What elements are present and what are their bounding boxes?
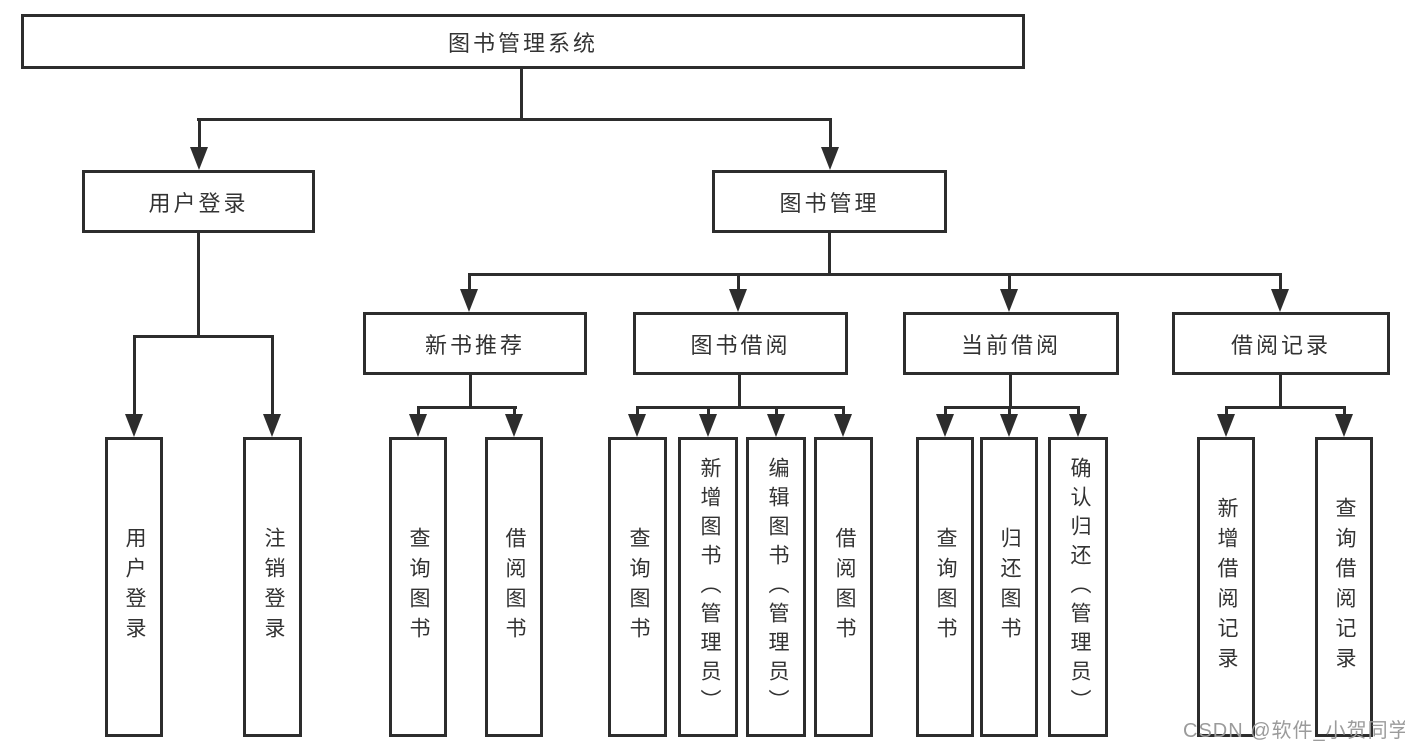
arrow-down xyxy=(263,335,281,437)
leaf-query-borrow-record: 查询借阅记录 xyxy=(1315,437,1373,737)
node-borrowing-records: 借阅记录 xyxy=(1172,312,1390,375)
leaf-query-books-2: 查询图书 xyxy=(608,437,667,737)
arrow-down xyxy=(699,406,717,437)
leaf-confirm-return-admin: 确认归还（管理员） xyxy=(1048,437,1108,737)
connector-book-mgmt-bus xyxy=(468,273,1282,276)
node-book-borrowing: 图书借阅 xyxy=(633,312,848,375)
connector-new-book-stem xyxy=(469,374,472,409)
arrow-down xyxy=(767,406,785,437)
connector-borrow-records-bus xyxy=(1225,406,1346,409)
node-new-book-recommend: 新书推荐 xyxy=(363,312,587,375)
node-book-management: 图书管理 xyxy=(712,170,947,233)
connector-book-mgmt-stem xyxy=(828,232,831,275)
connector-current-borrow-bus xyxy=(944,406,1080,409)
leaf-borrow-books-2: 借阅图书 xyxy=(814,437,873,737)
arrow-down xyxy=(1069,406,1087,437)
connector-borrow-records-stem xyxy=(1279,374,1282,409)
arrow-down xyxy=(1271,273,1289,312)
connector-root-stem xyxy=(520,69,523,120)
leaf-logout: 注销登录 xyxy=(243,437,302,737)
connector-user-login-stem xyxy=(197,232,200,335)
leaf-user-login: 用户登录 xyxy=(105,437,163,737)
node-root: 图书管理系统 xyxy=(21,14,1025,69)
arrow-down xyxy=(460,273,478,312)
arrow-down xyxy=(628,406,646,437)
connector-current-borrow-stem xyxy=(1009,374,1012,409)
connector-root-bus xyxy=(197,118,831,121)
arrow-down xyxy=(729,273,747,312)
connector-new-book-bus xyxy=(417,406,517,409)
arrow-down xyxy=(834,406,852,437)
arrow-down xyxy=(1335,406,1353,437)
leaf-add-borrow-record: 新增借阅记录 xyxy=(1197,437,1255,737)
arrow-down xyxy=(409,406,427,437)
arrow-down xyxy=(1000,406,1018,437)
leaf-borrow-books-1: 借阅图书 xyxy=(485,437,543,737)
connector-book-borrow-stem xyxy=(738,374,741,409)
node-user-login: 用户登录 xyxy=(82,170,315,233)
arrow-down xyxy=(125,335,143,437)
arrow-down xyxy=(1217,406,1235,437)
csdn-watermark: CSDN @软件_小贺同学 xyxy=(1183,720,1405,742)
leaf-return-books: 归还图书 xyxy=(980,437,1038,737)
connector-user-login-bus xyxy=(133,335,274,338)
leaf-query-books-1: 查询图书 xyxy=(389,437,447,737)
arrow-down xyxy=(821,118,839,170)
leaf-add-books-admin: 新增图书（管理员） xyxy=(678,437,738,737)
leaf-query-books-3: 查询图书 xyxy=(916,437,974,737)
leaf-edit-books-admin: 编辑图书（管理员） xyxy=(746,437,806,737)
arrow-down xyxy=(505,406,523,437)
node-current-borrowing: 当前借阅 xyxy=(903,312,1119,375)
arrow-down xyxy=(936,406,954,437)
connector-book-borrow-bus xyxy=(636,406,845,409)
arrow-down xyxy=(190,118,208,170)
arrow-down xyxy=(1000,273,1018,312)
